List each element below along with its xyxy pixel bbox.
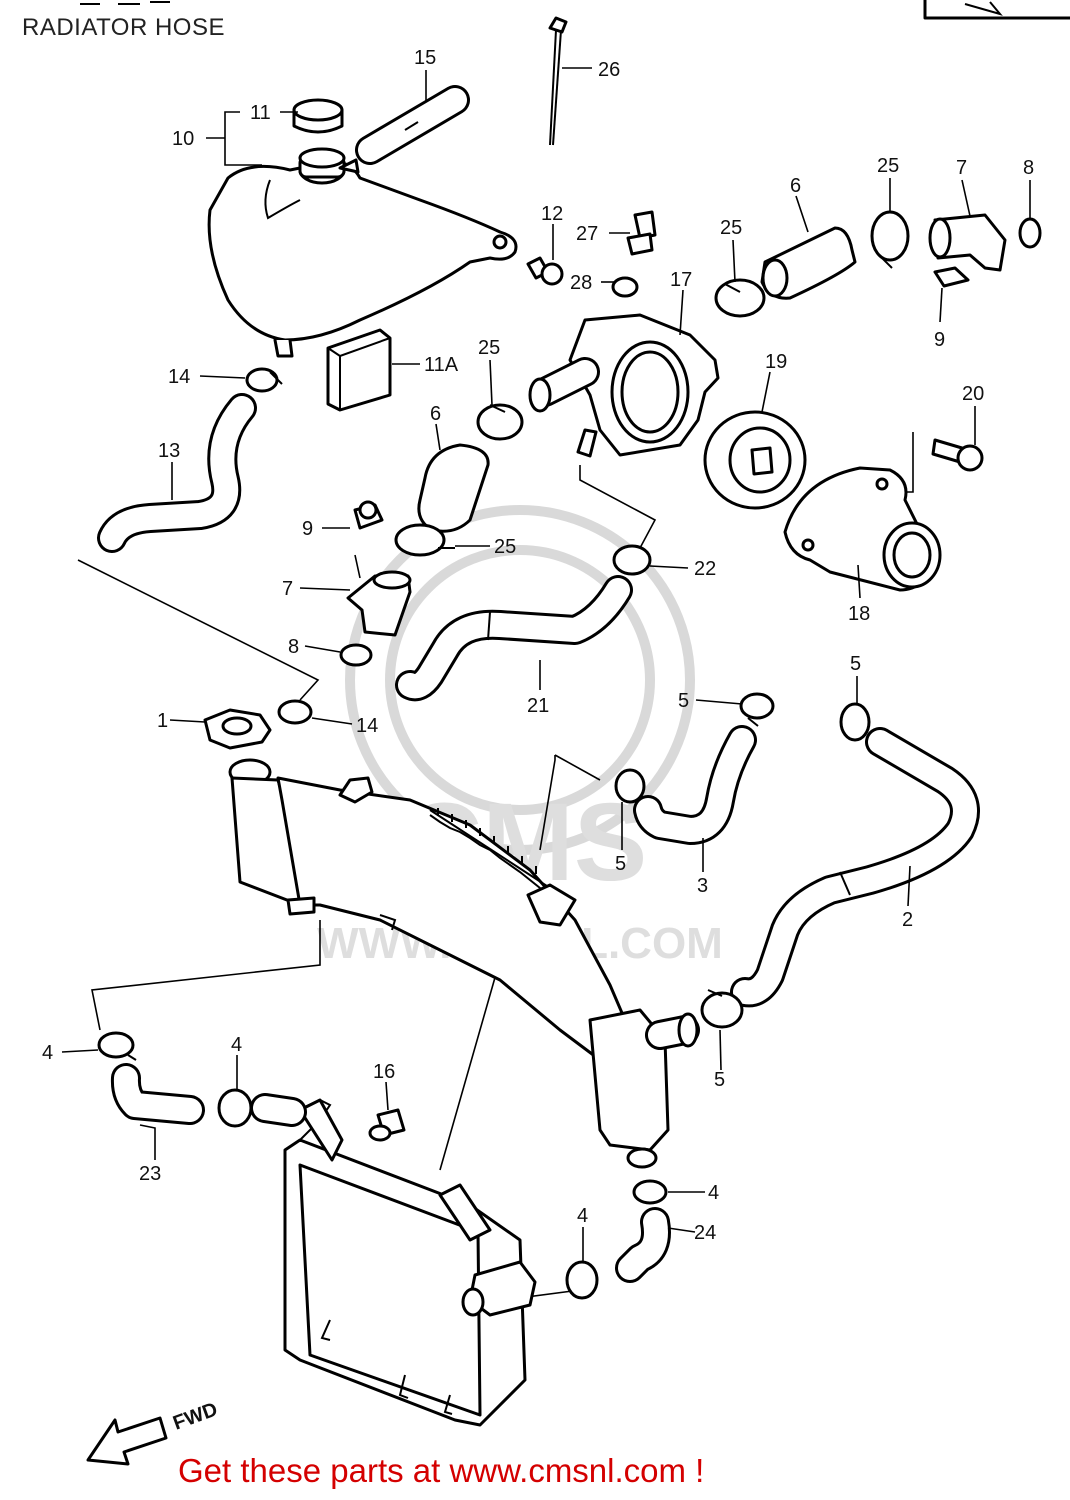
- callout-27: 27: [576, 223, 598, 245]
- hose-tie: [548, 16, 568, 146]
- callout-5-top: 5: [678, 690, 689, 712]
- callout-23: 23: [139, 1163, 161, 1185]
- callout-4-right-bottom: 4: [577, 1205, 588, 1227]
- callout-25-mid: 25: [720, 217, 742, 239]
- reservoir-cap: [292, 98, 344, 134]
- clamp-25-top: [870, 210, 910, 269]
- hose-2: [730, 727, 980, 1008]
- callout-14-upper: 14: [168, 366, 190, 388]
- clamp-5-bottom: [700, 989, 744, 1029]
- clamp-5-right: [839, 702, 871, 742]
- temp-sensor-27: [626, 210, 657, 256]
- reservoir-hose: [97, 393, 257, 553]
- hose-3: [633, 725, 757, 845]
- hose-6-lower: [417, 443, 490, 533]
- clamp-5-top: [739, 692, 775, 727]
- radiator-cap: [203, 708, 272, 750]
- cushion-block: [326, 328, 392, 412]
- fwd-label: FWD: [170, 1398, 220, 1434]
- clamp-4-right-bottom: [565, 1260, 599, 1300]
- clamp-25-lower: [394, 523, 455, 557]
- callout-18: 18: [848, 603, 870, 625]
- callout-5-bottom: 5: [714, 1069, 725, 1091]
- callout-14-lower: 14: [356, 715, 378, 737]
- callout-leaders: [61, 67, 1031, 1262]
- o-ring-8-lower: [339, 643, 373, 667]
- callout-2: 2: [902, 909, 913, 931]
- alignment-lines: [77, 432, 914, 1303]
- callout-6-upper: 6: [790, 175, 801, 197]
- page-title: RADIATOR HOSE: [22, 14, 225, 41]
- callout-25-housing: 25: [478, 337, 500, 359]
- clamp-25-housing: [476, 403, 524, 441]
- callout-7-lower: 7: [282, 578, 293, 600]
- hose-6-upper: [760, 226, 857, 300]
- drain-bolt-16: [368, 1108, 406, 1142]
- callout-3: 3: [697, 875, 708, 897]
- thermostat: [703, 410, 807, 510]
- hose-21: [395, 575, 633, 702]
- callout-13: 13: [158, 440, 180, 462]
- callout-26: 26: [598, 59, 620, 81]
- callout-8-upper: 8: [1023, 157, 1034, 179]
- clamp-14-upper: [245, 367, 283, 393]
- callout-4-right-top: 4: [708, 1182, 719, 1204]
- fitting-7-upper: [928, 213, 1007, 272]
- callout-9-lower: 9: [302, 518, 313, 540]
- callout-20: 20: [962, 383, 984, 405]
- bolt-9-lower: [353, 500, 384, 530]
- callout-1: 1: [157, 710, 168, 732]
- thermostat-housing: [528, 313, 720, 458]
- lower-radiator: [283, 1098, 537, 1427]
- o-ring-8-upper: [1018, 217, 1042, 249]
- callout-8-lower: 8: [288, 636, 299, 658]
- hose-23: [110, 1063, 205, 1125]
- breather-hose: [355, 85, 470, 165]
- clamp-4-left: [97, 1031, 137, 1061]
- callout-25-lower: 25: [494, 536, 516, 558]
- callout-22: 22: [694, 558, 716, 580]
- callout-7-upper: 7: [956, 157, 967, 179]
- washer-28: [611, 276, 639, 298]
- callout-21: 21: [527, 695, 549, 717]
- clamp-22: [612, 544, 652, 576]
- callout-24: 24: [694, 1222, 716, 1244]
- top-frame-fragments: [80, 0, 1070, 20]
- callout-4-mid: 4: [231, 1034, 242, 1056]
- callout-25-top: 25: [877, 155, 899, 177]
- bolt-12: [526, 256, 564, 286]
- callout-11a: 11A: [424, 354, 459, 376]
- callout-4-left: 4: [42, 1042, 53, 1064]
- footer-promo-text: Get these parts at www.cmsnl.com !: [178, 1452, 705, 1489]
- hose-24: [615, 1207, 671, 1283]
- callout-12: 12: [541, 203, 563, 225]
- callout-10: 10: [172, 128, 194, 150]
- callout-16: 16: [373, 1061, 395, 1083]
- clamp-25-mid: [714, 278, 766, 318]
- callout-11: 11: [250, 102, 271, 124]
- clamp-4-right-top: [632, 1179, 668, 1205]
- thermostat-cover: [783, 466, 942, 592]
- callout-labels: 15 26 11 10 25 7 8 12 27 6 25 28 17 9 11…: [42, 47, 1034, 1244]
- hose-small-4: [250, 1093, 307, 1127]
- callout-15: 15: [414, 47, 436, 69]
- clamp-14-lower: [277, 699, 313, 725]
- callout-9-upper: 9: [934, 329, 945, 351]
- clamp-5-left: [614, 768, 646, 804]
- clamp-4-mid: [217, 1088, 253, 1128]
- callout-5-right: 5: [850, 653, 861, 675]
- upper-radiator: [228, 758, 700, 1169]
- callout-5-left: 5: [615, 853, 626, 875]
- reservoir-tank: [207, 147, 518, 358]
- fitting-7-lower: [346, 570, 412, 637]
- bolt-20: [931, 438, 984, 472]
- callout-28: 28: [570, 272, 592, 294]
- callout-17: 17: [670, 269, 692, 291]
- callout-6-lower: 6: [430, 403, 441, 425]
- bolt-9-upper: [933, 266, 970, 288]
- callout-19: 19: [765, 351, 787, 373]
